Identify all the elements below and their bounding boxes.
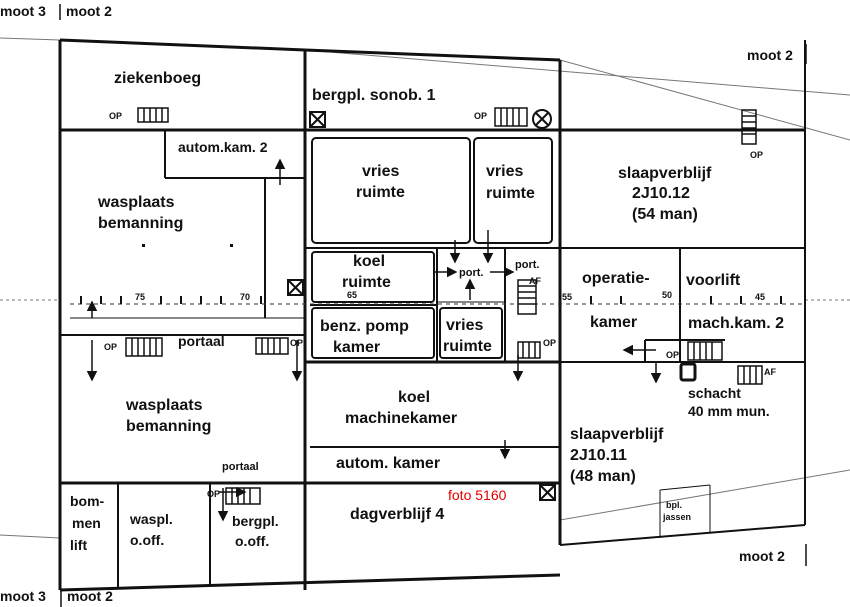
room-port-2: port. <box>515 259 539 271</box>
room-koel-a: koel <box>353 253 385 270</box>
ladder-icon <box>137 107 169 123</box>
flow-arrows <box>86 158 662 522</box>
ladder-icon <box>517 279 537 315</box>
room-bergpl-off-b: o.off. <box>235 533 269 549</box>
room-bommenlift-b: men <box>72 515 101 531</box>
wall-structure <box>58 38 806 592</box>
ammo-shaft-icon <box>679 362 697 382</box>
room-koel-machine-b: machinekamer <box>345 410 457 427</box>
room-voorlift: voorlift <box>686 272 741 289</box>
frame-ticks <box>80 244 782 304</box>
op-mark: OP <box>750 150 763 160</box>
room-bommenlift-c: lift <box>70 537 87 553</box>
freezer-cells <box>311 137 553 359</box>
op-mark: OP <box>543 338 556 348</box>
room-vries-3a: vries <box>446 317 483 334</box>
room-slaap-12a: slaapverblijf <box>618 165 712 182</box>
room-slaap-12c: (54 man) <box>632 206 698 223</box>
segment-bottom-left-a: moot 3 <box>0 588 46 604</box>
op-mark: OP <box>207 489 220 499</box>
room-koel-machine-a: koel <box>398 389 430 406</box>
room-port-1: port. <box>459 267 483 279</box>
op-mark: OP <box>666 350 679 360</box>
room-schacht-b: 40 mm mun. <box>688 403 770 419</box>
room-waspl-off-b: o.off. <box>130 532 164 548</box>
hull-outline <box>0 37 850 539</box>
room-dagverblijf: dagverblijf 4 <box>350 506 444 523</box>
room-portaal-1: portaal <box>178 333 225 349</box>
access-marks: OP OP OP OP OP OP OP OP AF AF <box>104 111 776 499</box>
ladder-icon <box>741 109 757 145</box>
frame-70: 70 <box>240 292 250 302</box>
room-ziekenboeg: ziekenboeg <box>114 70 201 87</box>
segment-bottom-right: moot 2 <box>739 548 785 564</box>
op-mark: OP <box>109 111 122 121</box>
room-slaap-11b: 2J10.11 <box>570 447 627 464</box>
room-wasplaats-top-1: wasplaats <box>97 194 175 211</box>
room-autom-kamer: autom. kamer <box>336 455 440 472</box>
ladder-icon <box>494 107 528 127</box>
room-koel-b: ruimte <box>342 274 391 291</box>
room-schacht-a: schacht <box>688 385 741 401</box>
room-autom-kam-2: autom.kam. 2 <box>178 139 268 155</box>
frame-50: 50 <box>662 290 672 300</box>
op-mark: OP <box>104 342 117 352</box>
segment-bottom-left-b: moot 2 <box>67 588 113 604</box>
segment-markers: moot 3 moot 2 moot 2 moot 2 moot 3 moot … <box>0 3 807 607</box>
ladders <box>125 107 763 505</box>
ladder-icon <box>225 487 261 505</box>
room-slaap-11a: slaapverblijf <box>570 426 664 443</box>
room-operatie-a: operatie- <box>582 270 650 287</box>
frame-65: 65 <box>347 290 357 300</box>
room-wasplaats-top-2: bemanning <box>98 215 183 232</box>
room-bpl-jassen-b: jassen <box>662 512 691 522</box>
room-waspl-off-a: waspl. <box>129 511 173 527</box>
room-benz-pomp-b: kamer <box>333 339 380 356</box>
room-vries-1b: ruimte <box>356 184 405 201</box>
ladder-icon <box>517 341 541 359</box>
frame-45: 45 <box>755 292 765 302</box>
ladder-icon <box>255 337 289 355</box>
af-mark: AF <box>764 367 776 377</box>
room-slaap-12b: 2J10.12 <box>632 185 690 202</box>
ladder-icon <box>125 337 163 357</box>
room-vries-2a: vries <box>486 163 523 180</box>
op-mark: OP <box>474 111 487 121</box>
room-bommenlift-a: bom- <box>70 493 105 509</box>
segment-top-right: moot 2 <box>747 47 793 63</box>
room-bpl-jassen-a: bpl. <box>666 500 682 510</box>
room-slaap-11c: (48 man) <box>570 468 636 485</box>
frame-55: 55 <box>562 292 572 302</box>
room-mach-kam-2: mach.kam. 2 <box>688 315 784 332</box>
segment-top-left-a: moot 3 <box>0 3 46 19</box>
segment-top-left-b: moot 2 <box>66 3 112 19</box>
room-operatie-b: kamer <box>590 314 637 331</box>
op-mark: OP <box>290 338 303 348</box>
af-mark: AF <box>529 276 541 286</box>
room-portaal-2: portaal <box>222 461 259 473</box>
room-wasplaats-bottom-2: bemanning <box>126 418 211 435</box>
ladder-icon <box>687 341 723 361</box>
photo-reference: foto 5160 <box>448 487 507 503</box>
room-vries-1a: vries <box>362 163 399 180</box>
hatch-markers <box>287 109 556 501</box>
room-labels: ziekenboeg bergpl. sonob. 1 autom.kam. 2… <box>70 70 784 553</box>
room-bergpl-sonob: bergpl. sonob. 1 <box>312 87 436 104</box>
frame-numbers: 75 70 65 55 50 45 <box>135 290 765 302</box>
ladder-icon <box>737 365 763 385</box>
room-vries-3b: ruimte <box>443 338 492 355</box>
room-bergpl-off-a: bergpl. <box>232 513 279 529</box>
room-benz-pomp-a: benz. pomp <box>320 318 409 335</box>
room-vries-2b: ruimte <box>486 185 535 202</box>
room-wasplaats-bottom-1: wasplaats <box>125 397 203 414</box>
frame-75: 75 <box>135 292 145 302</box>
